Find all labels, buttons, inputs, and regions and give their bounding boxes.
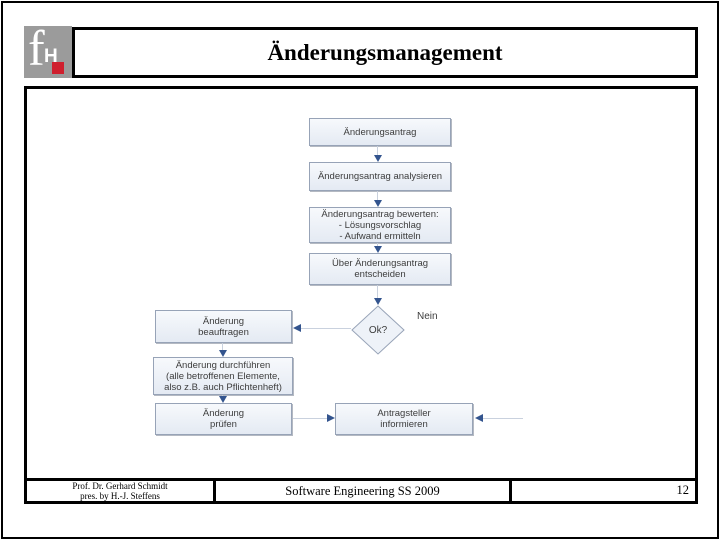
node-label: Änderung durchführen [175, 359, 271, 371]
arrow-left-icon [293, 324, 351, 333]
node-label: - Aufwand ermitteln [339, 230, 421, 242]
node-label: Über Änderungsantrag [331, 258, 429, 269]
flowchart-node-entscheiden: Über Änderungsantrag entscheiden [309, 253, 451, 285]
flowchart-node-analysieren: Änderungsantrag analysieren [309, 162, 451, 191]
node-label: informieren [380, 419, 428, 430]
arrow-down-icon [373, 243, 383, 253]
flowchart-node-aenderungsantrag: Änderungsantrag [309, 118, 451, 146]
footer-page-number: 12 [676, 483, 690, 497]
arrow-down-icon [218, 343, 228, 357]
node-label: Änderungsantrag [343, 126, 417, 138]
flowchart-node-beauftragen: Änderung beauftragen [155, 310, 292, 343]
flowchart-node-pruefen: Änderung prüfen [155, 403, 292, 435]
arrow-down-icon [373, 146, 383, 162]
footer-page-number-cell: 12 [509, 481, 695, 501]
slide-footer: Prof. Dr. Gerhard Schmidt pres. by H.-J.… [27, 478, 695, 501]
node-label: (alle betroffenen Elemente, [166, 370, 280, 382]
flowchart-node-durchfuehren: Änderung durchführen (alle betroffenen E… [153, 357, 293, 395]
node-label: entscheiden [354, 269, 406, 280]
arrow-down-icon [373, 191, 383, 207]
decision-diamond-shape [351, 305, 405, 355]
footer-course-text: Software Engineering SS 2009 [285, 484, 440, 498]
node-label: prüfen [210, 419, 237, 430]
arrow-right-icon [293, 414, 335, 423]
footer-author-line1: Prof. Dr. Gerhard Schmidt [72, 481, 168, 491]
node-label: also z.B. auch Pflichtenheft) [164, 381, 282, 393]
arrow-down-icon [218, 395, 228, 403]
arrow-down-icon [373, 285, 383, 305]
fh-logo: f H [24, 20, 72, 78]
slide-title: Änderungsmanagement [267, 40, 503, 65]
fh-logo-red-square [52, 62, 64, 74]
node-label: beauftragen [198, 326, 249, 338]
node-label: Änderung [202, 315, 245, 327]
footer-course-cell: Software Engineering SS 2009 [213, 481, 509, 501]
decision-label: Ok? [368, 324, 388, 336]
footer-author-cell: Prof. Dr. Gerhard Schmidt pres. by H.-J.… [27, 481, 213, 501]
fh-logo-h-glyph: H [44, 46, 58, 67]
fh-logo-f-glyph: f [28, 20, 45, 76]
node-label: Änderung [202, 408, 245, 419]
flowchart-decision-ok: Ok? [351, 305, 405, 355]
node-label: Änderungsantrag bewerten: [321, 208, 439, 220]
branch-label-nein: Nein [417, 311, 438, 322]
footer-author-line2: pres. by H.-J. Steffens [80, 491, 160, 501]
flowchart-node-bewerten: Änderungsantrag bewerten: - Lösungsvorsc… [309, 207, 451, 243]
node-label: Antragsteller [377, 408, 431, 419]
arrow-left-icon [475, 414, 523, 423]
node-label: Änderungsantrag analysieren [317, 171, 443, 182]
node-label: - Lösungsvorschlag [338, 219, 422, 231]
flowchart-node-informieren: Antragsteller informieren [335, 403, 473, 435]
slide-title-bar: Änderungsmanagement [72, 27, 698, 78]
